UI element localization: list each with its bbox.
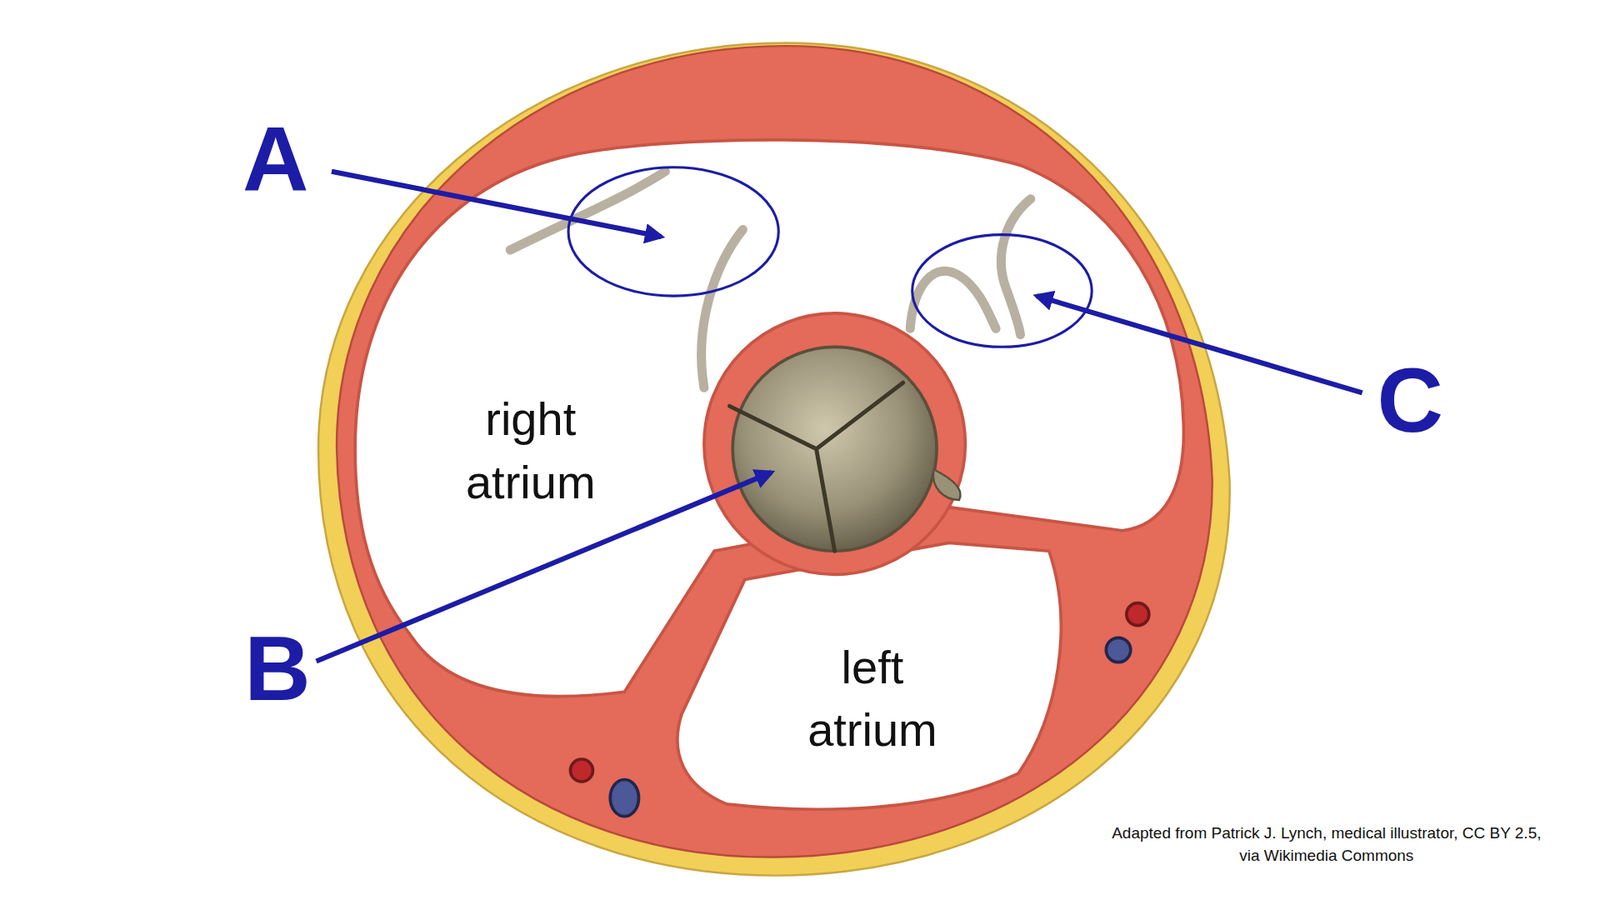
artery	[1126, 603, 1150, 626]
callout-letter: B	[244, 622, 310, 715]
leader-arrow	[1036, 295, 1363, 393]
valve-leaflet	[701, 230, 744, 389]
highlight-ellipse	[912, 235, 1093, 348]
callout-letter: A	[242, 112, 309, 205]
vein	[610, 780, 639, 817]
vein	[1105, 637, 1130, 662]
heart-wall	[336, 45, 1213, 857]
valve-commissures	[730, 382, 904, 551]
valve-leaflet	[910, 270, 996, 329]
callout-letter: C	[1377, 354, 1444, 446]
leader-arrow	[331, 171, 662, 237]
chamber-label: left atrium	[772, 635, 973, 762]
aortic-root	[704, 313, 965, 575]
chamber-label: right atrium	[430, 388, 631, 515]
aortic-valve	[732, 346, 937, 551]
artery	[570, 759, 593, 782]
left-atrium-cavity	[677, 542, 1061, 810]
highlight-ellipse	[568, 167, 779, 296]
valve-leaflet	[1000, 199, 1030, 335]
attribution: Adapted from Patrick J. Lynch, medical i…	[1105, 821, 1548, 868]
valve-nub	[933, 469, 961, 500]
fat-layer	[318, 42, 1230, 875]
